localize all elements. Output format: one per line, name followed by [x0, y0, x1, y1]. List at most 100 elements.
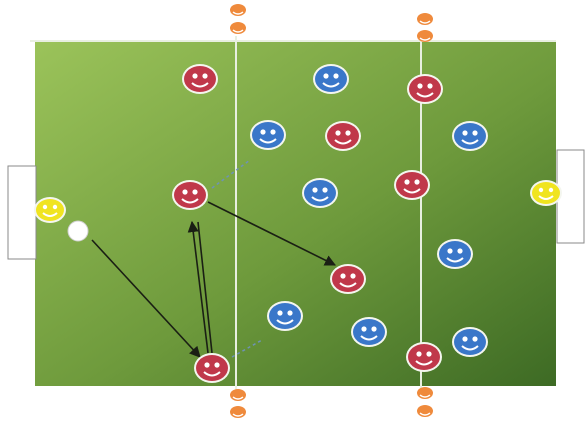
player-mouth	[446, 257, 464, 263]
player-body	[396, 172, 428, 198]
pass-arrow-down	[197, 221, 213, 354]
player-mouth	[191, 82, 209, 88]
player-eye	[462, 336, 468, 342]
player-eye	[457, 248, 463, 254]
player-mouth	[42, 212, 58, 217]
player-mouth	[360, 335, 378, 341]
player-body	[315, 66, 347, 92]
player-eye	[414, 179, 420, 185]
player-eye	[335, 130, 341, 136]
player-eye	[323, 73, 329, 79]
player-blue	[452, 121, 488, 151]
pass-arrow-up	[187, 220, 209, 354]
cone	[417, 387, 433, 399]
player-eye	[192, 73, 198, 79]
player-eye	[312, 187, 318, 193]
cone-stripe	[232, 413, 244, 417]
cone-stripe	[232, 29, 244, 33]
cone-stripe	[419, 37, 431, 41]
player-red	[330, 264, 366, 294]
player-blue	[313, 64, 349, 94]
player-mouth	[416, 92, 434, 98]
player-body	[454, 123, 486, 149]
cone-stripe	[419, 394, 431, 398]
player-eye	[260, 129, 266, 135]
player-body	[532, 182, 560, 204]
cone-stripe	[232, 11, 244, 15]
player-body	[174, 182, 206, 208]
player-blue	[250, 120, 286, 150]
player-eye	[340, 273, 346, 279]
cones-group	[230, 4, 433, 418]
player-eye	[404, 179, 410, 185]
player-eye	[192, 189, 198, 195]
player-mouth	[203, 371, 221, 377]
player-eye	[204, 362, 210, 368]
player-eye	[548, 187, 554, 193]
player-body	[332, 266, 364, 292]
player-eye	[42, 204, 48, 210]
player-mouth	[334, 139, 352, 145]
player-eye	[202, 73, 208, 79]
player-body	[439, 241, 471, 267]
player-eye	[52, 204, 58, 210]
player-eye	[333, 73, 339, 79]
player-mouth	[181, 198, 199, 204]
player-eye	[350, 273, 356, 279]
pass-arrow-diagonal	[207, 201, 337, 266]
cone-stripe	[419, 412, 431, 416]
player-red	[182, 64, 218, 94]
player-eye	[462, 130, 468, 136]
player-mouth	[461, 345, 479, 351]
player-body	[327, 123, 359, 149]
player-eye	[417, 83, 423, 89]
cone	[230, 389, 246, 401]
goal-left	[7, 165, 37, 260]
cone	[230, 22, 246, 34]
player-eye	[361, 326, 367, 332]
player-red	[406, 342, 442, 372]
player-blue	[452, 327, 488, 357]
player-red	[172, 180, 208, 210]
player-eye	[270, 129, 276, 135]
player-blue	[351, 317, 387, 347]
player-body	[353, 319, 385, 345]
player-body	[408, 344, 440, 370]
player-eye	[427, 83, 433, 89]
player-body	[184, 66, 216, 92]
cone-stripe	[419, 20, 431, 24]
player-mouth	[339, 282, 357, 288]
cone	[417, 405, 433, 417]
player-eye	[426, 351, 432, 357]
player-mouth	[322, 82, 340, 88]
player-eye	[416, 351, 422, 357]
cone	[417, 30, 433, 42]
player-mouth	[538, 195, 554, 200]
cone	[417, 13, 433, 25]
player-eye	[345, 130, 351, 136]
player-eye	[322, 187, 328, 193]
pass-arrow-ball-to-player	[91, 239, 201, 358]
player-eye	[447, 248, 453, 254]
player-red	[394, 170, 430, 200]
player-mouth	[311, 196, 329, 202]
player-mouth	[276, 319, 294, 325]
player-blue	[302, 178, 338, 208]
player-body	[454, 329, 486, 355]
player-blue	[437, 239, 473, 269]
player-eye	[214, 362, 220, 368]
player-red	[194, 353, 230, 383]
player-body	[409, 76, 441, 102]
player-mouth	[461, 139, 479, 145]
player-mouth	[259, 138, 277, 144]
player-body	[252, 122, 284, 148]
player-eye	[371, 326, 377, 332]
player-body	[304, 180, 336, 206]
goalkeeper-marker	[34, 197, 66, 223]
player-body	[196, 355, 228, 381]
players-group	[34, 64, 562, 383]
ball	[67, 220, 89, 242]
player-blue	[267, 301, 303, 331]
